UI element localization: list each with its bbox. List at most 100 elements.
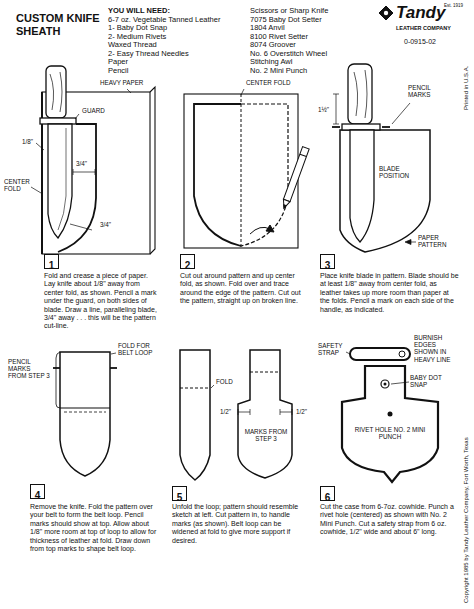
logo-text: LEATHER COMPANY [396, 25, 466, 31]
step-caption: Fold and crease a piece of paper. Lay kn… [44, 272, 160, 331]
leader-line [111, 353, 116, 354]
part-label: SAFETY STRAP [318, 342, 348, 356]
part-label: GUARD [82, 107, 112, 114]
leader-line [31, 89, 131, 230]
leader-line [346, 352, 350, 354]
part-label: RIVET HOLE NO. 2 MINI PUNCH [350, 426, 430, 440]
supply-item: Paper [108, 57, 246, 66]
supply-item: 2- Easy Thread Needles [108, 49, 246, 58]
belt-loop-fold [64, 412, 106, 413]
knife [40, 66, 76, 238]
pencil-mark [110, 367, 117, 369]
step-number: 1 [49, 260, 55, 271]
pencil-mark [382, 126, 390, 128]
snap-and-rivet [388, 412, 393, 417]
dimension: 1½" [318, 106, 334, 113]
pencil-mark [332, 126, 390, 128]
step-caption: Cut the case from 6-7oz. cowhide. Punch … [320, 503, 460, 537]
leader-line [31, 187, 41, 193]
supply-item: 7075 Baby Dot Setter [250, 15, 378, 24]
part-label: BABY DOT SNAP [410, 374, 456, 388]
heavy-paper [150, 87, 155, 254]
pencil [283, 205, 286, 209]
supply-item: 6-7 oz. Vegetable Tanned Leather [108, 15, 246, 24]
leader-line [238, 409, 250, 415]
knife [58, 128, 66, 230]
leader-line [75, 114, 79, 119]
pencil-mark [53, 367, 60, 369]
copyright-note: Copyright 1985 by Tandy Leather Company,… [463, 437, 470, 603]
supply-item: 1804 Anvil [250, 23, 378, 32]
safety-strap [399, 351, 405, 357]
knife [50, 72, 62, 112]
leader-line [392, 103, 410, 124]
part-label: CENTER FOLD [4, 178, 38, 192]
knife [348, 64, 372, 124]
supply-item: 2- Medium Rivets [108, 32, 246, 41]
part-label: CENTER FOLD [246, 79, 306, 86]
leader-line [211, 385, 292, 415]
knife [342, 124, 380, 130]
logo-mark [384, 11, 388, 15]
part-label: FOLD [216, 378, 238, 385]
dimension: 1/8" [22, 138, 40, 145]
center-fold-line [41, 92, 43, 254]
step-number-box: 6 [320, 486, 335, 501]
fold-line [180, 388, 210, 389]
center-fold-line [241, 94, 242, 248]
step-caption: Cut out around pattern and up center fol… [180, 272, 308, 306]
fold-line [250, 372, 280, 373]
part-label: PENCIL MARKS FROM STEP 3 [8, 358, 50, 380]
leader-line [333, 94, 416, 245]
step-caption: Unfold the loop; pattern should resemble… [172, 503, 308, 545]
traced-line [241, 104, 288, 246]
logo-text: Tandy [396, 4, 456, 21]
paper-sheet [184, 94, 298, 248]
leader-line [333, 94, 339, 124]
knife [350, 130, 374, 242]
part-label: MARKS FROM STEP 3 [243, 428, 289, 442]
snap-and-rivet [384, 383, 387, 386]
leader-line [280, 409, 292, 415]
dimension: 1/2" [220, 408, 235, 415]
pencil-mark [332, 126, 340, 128]
supply-item: No. 6 Overstitch Wheel [250, 49, 378, 58]
title: CUSTOM KNIFE SHEATH [16, 12, 108, 37]
logo-mark [379, 6, 393, 20]
step-number-box: 5 [172, 486, 187, 501]
logo-mark [379, 6, 393, 20]
supply-item: 1- Baby Dot Snap [108, 23, 246, 32]
leader-line [73, 169, 95, 175]
step-number: 3 [325, 260, 331, 271]
belt-loop-fold [60, 407, 110, 408]
part-label: BLADE POSITION [379, 165, 427, 179]
snap-and-rivet [381, 380, 393, 417]
part-label: PAPER PATTERN [418, 234, 458, 248]
knife [354, 70, 367, 118]
pattern-cut-line [58, 124, 96, 252]
knife [48, 124, 72, 238]
pencil [283, 147, 309, 202]
leader-line [70, 224, 92, 230]
logo-text: Est. 1919 [444, 3, 470, 8]
fold-arrow [266, 225, 274, 232]
part-label: PENCIL MARKS [408, 84, 452, 98]
step-caption: Remove the knife. Fold the pattern over … [30, 503, 162, 553]
step-number: 4 [35, 490, 41, 501]
list-heading: YOU WILL NEED: [108, 6, 246, 15]
pencil-mark [53, 367, 117, 369]
part-label: BURNISH EDGES SHOWN IN HEAVY LINE [414, 334, 460, 363]
leader-line [127, 89, 131, 93]
step-number-box: 1 [44, 254, 59, 269]
step-number: 2 [185, 260, 191, 271]
part-label: HEAVY PAPER [100, 79, 160, 86]
supply-item: No. 2 Mini Punch [250, 66, 378, 75]
leader-line [391, 382, 409, 384]
belt-loop-fold [56, 352, 60, 408]
unfolded-pattern [180, 350, 210, 480]
step-number-box: 2 [180, 254, 195, 269]
pattern-outline [194, 104, 241, 246]
dimension: 3/4" [76, 160, 96, 167]
supply-item: Pencil [108, 66, 246, 75]
supply-item: Scissors or Sharp Knife [250, 6, 378, 15]
